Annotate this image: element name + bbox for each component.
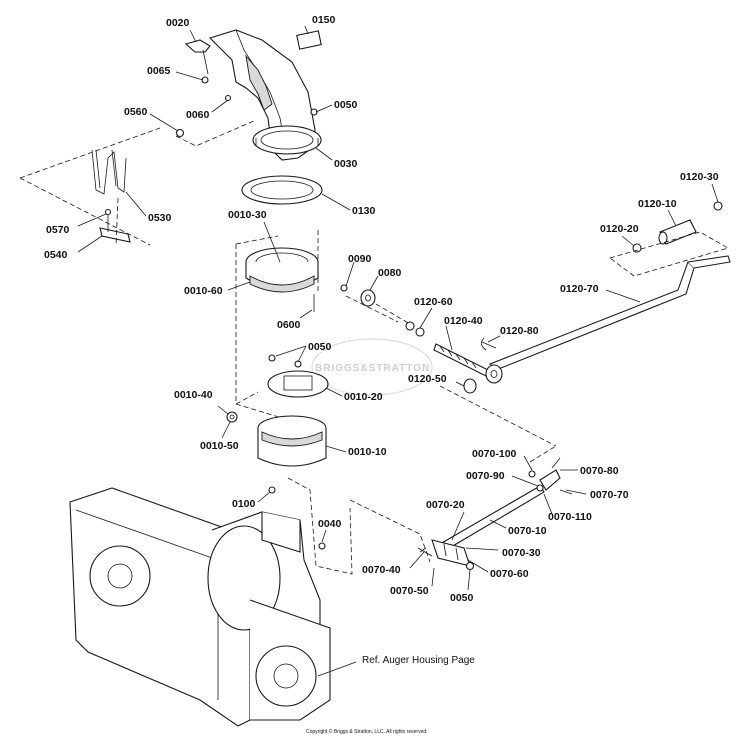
dash-top <box>175 119 257 147</box>
label-0540: 0540 <box>44 249 68 261</box>
copyright: Copyright © Briggs & Stratton, LLC. All … <box>306 728 428 735</box>
label-0020: 0020 <box>166 17 190 29</box>
crank-bracket-0530 <box>91 149 127 195</box>
decal-0150 <box>296 30 322 50</box>
dash-left <box>19 127 161 247</box>
label-0120-20: 0120-20 <box>600 223 639 235</box>
hardware-chute <box>175 76 318 138</box>
label-0050-bottom: 0050 <box>450 592 474 604</box>
fastener-0040 <box>318 542 326 550</box>
nut-0120-30 <box>713 201 723 211</box>
label-0070-30: 0070-30 <box>502 547 541 559</box>
plate-0010-20 <box>267 370 329 398</box>
dash-middle <box>235 230 319 419</box>
label-0120-40: 0120-40 <box>444 315 483 327</box>
label-0070-40: 0070-40 <box>362 564 401 576</box>
label-0120-30: 0120-30 <box>680 171 719 183</box>
label-0120-70: 0120-70 <box>560 283 599 295</box>
dash-deflector <box>349 445 557 563</box>
label-0560: 0560 <box>124 106 148 118</box>
discharge-chute <box>208 29 322 161</box>
bracket-0070-60 <box>417 539 475 571</box>
label-0010-10: 0010-10 <box>348 446 387 458</box>
label-0120-60: 0120-60 <box>414 296 453 308</box>
nut-0010-40 <box>226 411 238 423</box>
dash-rod <box>345 295 557 447</box>
label-0130: 0130 <box>352 205 376 217</box>
label-0570: 0570 <box>46 224 70 236</box>
label-0120-50: 0120-50 <box>408 373 447 385</box>
watermark-text: BRIGGS&STRATTON <box>315 363 430 374</box>
ref-auger-note: Ref. Auger Housing Page <box>362 655 475 666</box>
bolt-0100 <box>268 486 276 494</box>
label-0600: 0600 <box>277 319 301 331</box>
grip-0120-10 <box>658 219 697 245</box>
label-0530: 0530 <box>148 212 172 224</box>
leader-lines <box>77 25 719 677</box>
label-0070-10: 0070-10 <box>508 525 547 537</box>
gasket-0130 <box>241 175 323 205</box>
screws-0050 <box>268 354 302 368</box>
label-0010-40: 0010-40 <box>174 389 213 401</box>
ring-0010-10 <box>257 415 327 467</box>
label-0010-60: 0010-60 <box>184 285 223 297</box>
auger-housing <box>69 487 331 727</box>
label-0070-60: 0070-60 <box>490 568 529 580</box>
label-0050-mid: 0050 <box>308 341 332 353</box>
label-0065: 0065 <box>147 65 171 77</box>
dash-lower <box>287 477 353 575</box>
label-0030: 0030 <box>334 158 358 170</box>
label-0060: 0060 <box>186 109 210 121</box>
bracket-0540 <box>99 208 131 243</box>
label-0070-70: 0070-70 <box>590 489 629 501</box>
rod-hardware <box>340 284 503 394</box>
label-0100: 0100 <box>232 498 256 510</box>
label-0070-20: 0070-20 <box>426 499 465 511</box>
dash-grip <box>609 231 730 277</box>
label-0010-30: 0010-30 <box>228 209 267 221</box>
watermark: BRIGGS&STRATTON <box>311 338 433 396</box>
label-0010-50: 0010-50 <box>200 440 239 452</box>
label-0070-80: 0070-80 <box>580 465 619 477</box>
label-0070-90: 0070-90 <box>466 470 505 482</box>
label-0010-20: 0010-20 <box>344 391 383 403</box>
label-0070-110: 0070-110 <box>548 511 592 523</box>
label-0080: 0080 <box>378 267 402 279</box>
label-0120-80: 0120-80 <box>500 325 539 337</box>
upper-bearing-0010-60 <box>245 247 319 293</box>
knob-0020 <box>184 39 211 75</box>
part-labels: 0020 0150 0065 0060 0050 0560 0030 0130 … <box>44 14 719 735</box>
washer-0120-20 <box>632 243 642 253</box>
label-0070-50: 0070-50 <box>390 585 429 597</box>
label-0150: 0150 <box>312 14 336 26</box>
crank-rod-0120-70 <box>489 255 731 371</box>
label-0120-10: 0120-10 <box>638 198 677 210</box>
label-0070-100: 0070-100 <box>472 448 517 460</box>
label-0090: 0090 <box>348 253 372 265</box>
label-0040: 0040 <box>318 518 342 530</box>
label-0050-top: 0050 <box>334 99 358 111</box>
